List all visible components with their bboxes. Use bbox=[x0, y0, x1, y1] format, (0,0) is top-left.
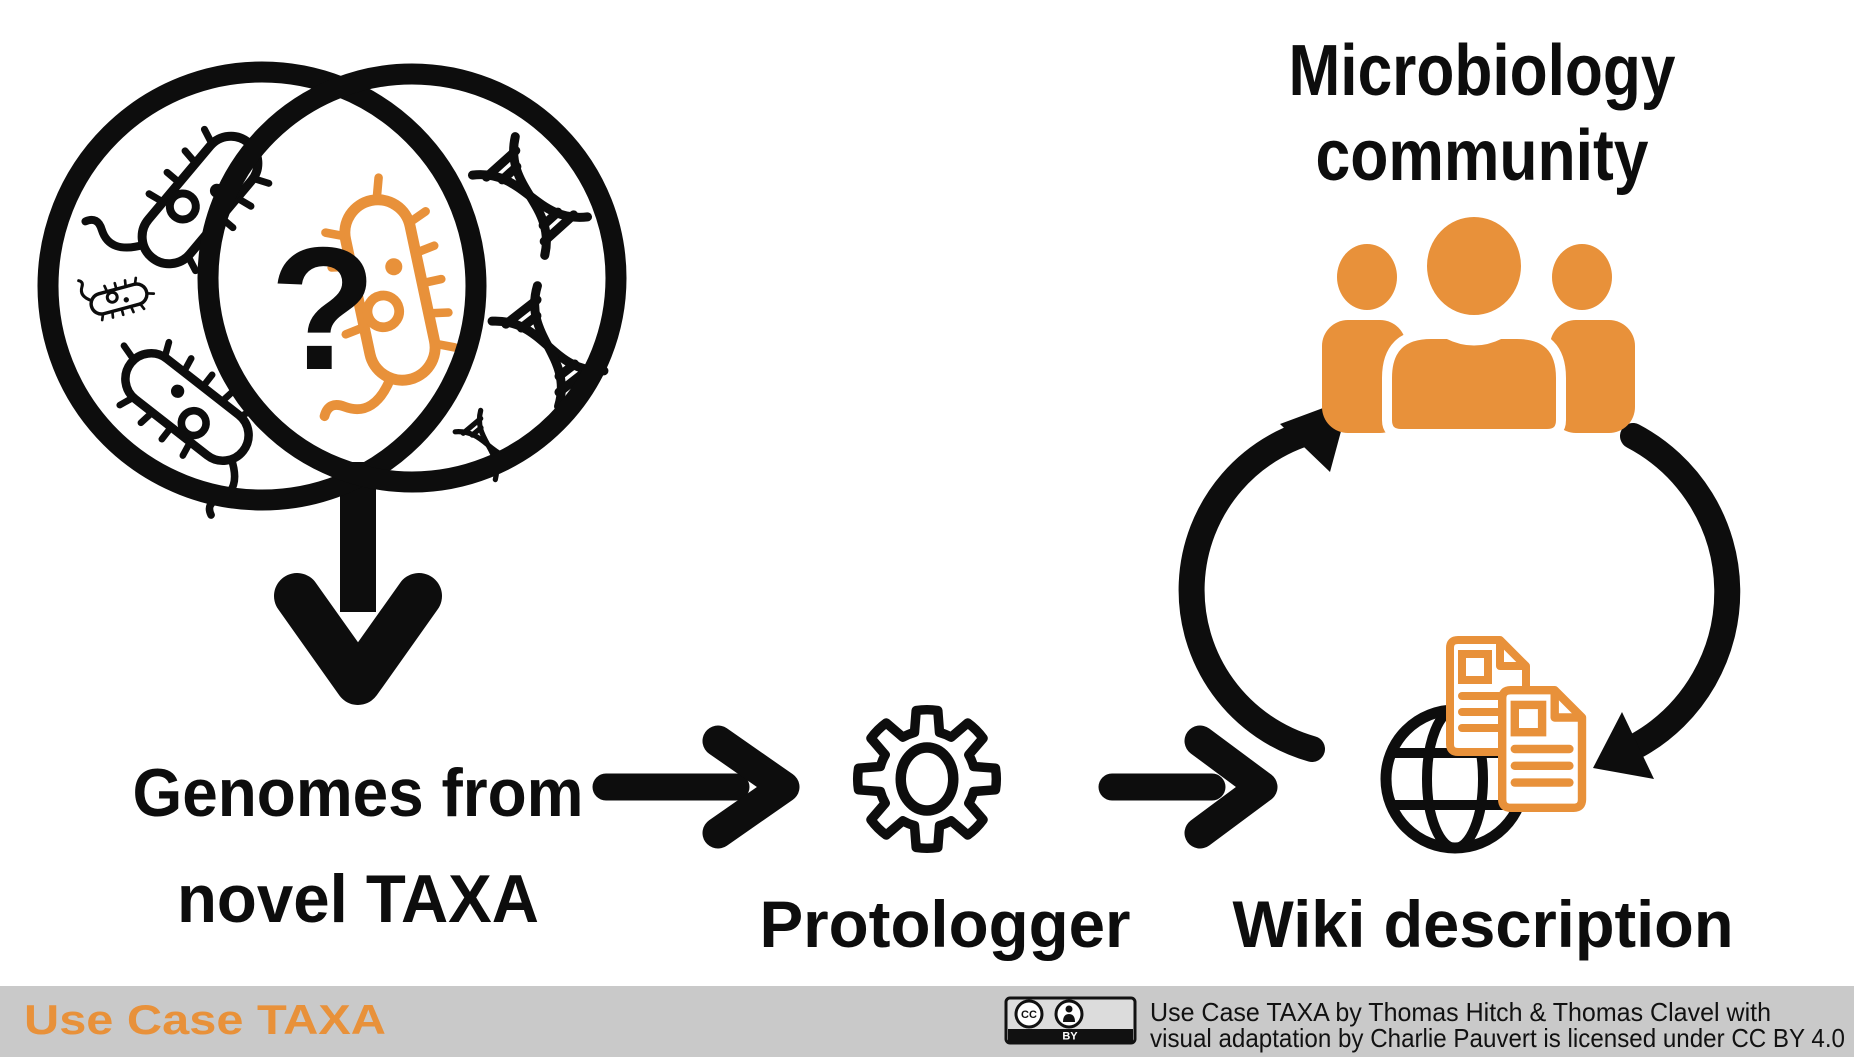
svg-text:CC: CC bbox=[1021, 1009, 1037, 1021]
footer-bar: Use Case TAXA CC BY Use Case TAXA by Tho… bbox=[0, 986, 1854, 1057]
license-line2: visual adaptation by Charlie Pauvert is … bbox=[1150, 1023, 1845, 1053]
cc-icon: CC bbox=[1014, 999, 1044, 1029]
license-line1: Use Case TAXA by Thomas Hitch & Thomas C… bbox=[1150, 997, 1771, 1027]
community-title-line1: Microbiology bbox=[1289, 31, 1676, 111]
bacterium-icon bbox=[76, 261, 159, 326]
by-label: BY bbox=[1062, 1031, 1078, 1043]
use-case-title: Use Case TAXA bbox=[24, 996, 386, 1043]
gear-icon bbox=[852, 704, 1002, 854]
flow-arrow-icon bbox=[592, 725, 800, 849]
protologger-label: Protologger bbox=[760, 887, 1131, 961]
community-title-line2: community bbox=[1316, 116, 1649, 196]
flow-arrow-icon bbox=[1098, 725, 1278, 849]
document-icon bbox=[1502, 690, 1582, 808]
cycle-arrow-down-icon bbox=[1593, 423, 1741, 779]
venn-right-circle bbox=[197, 63, 627, 493]
wiki-description-label: Wiki description bbox=[1233, 887, 1734, 961]
question-mark: ? bbox=[270, 212, 377, 407]
cycle-arrow-up-icon bbox=[1178, 398, 1350, 762]
venn-left-circle bbox=[37, 61, 487, 511]
genomes-label-line2: novel TAXA bbox=[177, 861, 539, 937]
attribution-person-icon bbox=[1054, 999, 1084, 1029]
venn-diagram: ? bbox=[37, 61, 627, 705]
cc-by-badge: CC BY bbox=[1004, 996, 1137, 1045]
community-people-icon bbox=[1322, 207, 1635, 439]
genomes-label-line1: Genomes from bbox=[133, 755, 584, 831]
bacterium-icon bbox=[85, 82, 292, 297]
